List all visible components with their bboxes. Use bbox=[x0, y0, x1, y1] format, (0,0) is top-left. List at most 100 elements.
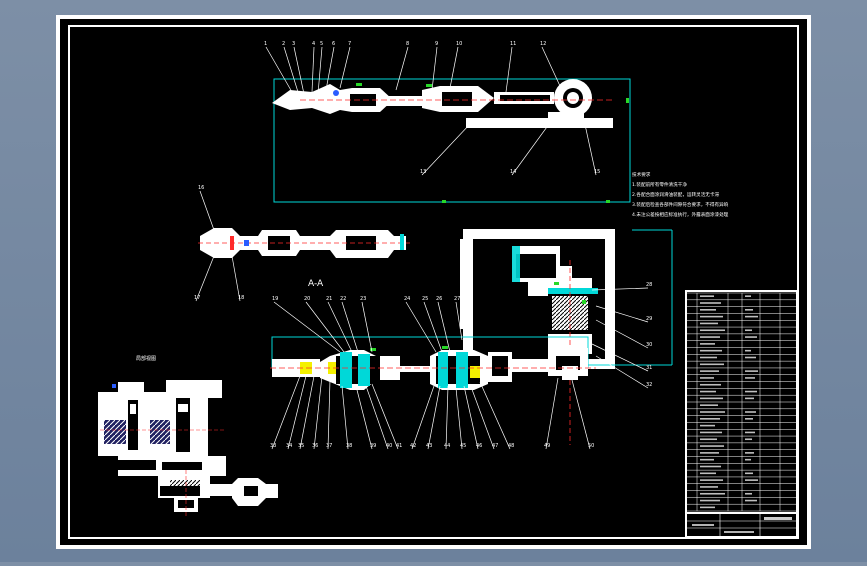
leader-line bbox=[449, 46, 459, 89]
leader-line bbox=[371, 383, 399, 450]
parts-cell-text bbox=[745, 309, 753, 311]
leader-line bbox=[469, 383, 495, 450]
parts-cell-text bbox=[700, 479, 723, 481]
part-number-label: 5 bbox=[320, 41, 323, 47]
leader-line bbox=[423, 301, 443, 353]
part-number-label: 36 bbox=[312, 443, 318, 449]
parts-cell-text bbox=[700, 404, 718, 406]
parts-cell-text bbox=[700, 499, 720, 502]
parts-cell-text bbox=[700, 492, 725, 495]
part-number-label: 19 bbox=[272, 296, 278, 302]
leader-line bbox=[293, 46, 305, 95]
parts-cell-text bbox=[700, 452, 719, 454]
part-number-label: 17 bbox=[194, 295, 200, 301]
parts-cell-text bbox=[700, 315, 723, 318]
leader-line bbox=[427, 385, 441, 450]
part-number-label: 50 bbox=[588, 443, 594, 449]
part-number-label: 25 bbox=[422, 296, 428, 302]
part-number-label: 48 bbox=[508, 443, 514, 449]
part-number-label: 35 bbox=[298, 443, 304, 449]
parts-cell-text bbox=[745, 418, 753, 420]
leader-line bbox=[327, 301, 353, 353]
parts-cell-text bbox=[700, 411, 725, 413]
parts-list-rows bbox=[687, 292, 796, 512]
leader-line bbox=[341, 301, 359, 353]
part-number-label: 14 bbox=[510, 169, 516, 175]
part-number-label: 4 bbox=[312, 41, 315, 47]
parts-cell-text bbox=[700, 418, 720, 420]
part-number-label: 1 bbox=[264, 41, 267, 47]
section-label: A-A bbox=[308, 279, 324, 289]
leader-line bbox=[271, 375, 301, 450]
part-number-label: 31 bbox=[646, 365, 652, 371]
parts-cell-text bbox=[700, 363, 724, 366]
leader-line bbox=[325, 46, 335, 91]
leader-line bbox=[283, 46, 299, 93]
part-number-label: 20 bbox=[304, 296, 310, 302]
parts-cell-text bbox=[700, 472, 716, 475]
parts-cell-text bbox=[700, 486, 718, 488]
leader-line bbox=[287, 375, 307, 450]
leader-line bbox=[299, 375, 315, 450]
leader-line bbox=[463, 385, 479, 450]
part-number-label: 24 bbox=[404, 296, 410, 302]
parts-cell-text bbox=[700, 383, 721, 386]
parts-cell-text bbox=[700, 309, 716, 311]
leader-line bbox=[437, 301, 451, 353]
parts-cell-text bbox=[745, 390, 757, 393]
parts-cell-text bbox=[700, 390, 716, 393]
leader-line bbox=[479, 381, 511, 450]
leader-line bbox=[583, 119, 597, 176]
leader-line bbox=[421, 123, 471, 176]
top-arm-view bbox=[272, 78, 631, 203]
leader-line bbox=[395, 46, 409, 91]
leader-line bbox=[595, 319, 649, 349]
part-number-label: 38 bbox=[346, 443, 352, 449]
gripper-assembly bbox=[272, 84, 393, 114]
detail-view: 局部视图 bbox=[98, 355, 278, 518]
part-number-label: 37 bbox=[326, 443, 332, 449]
part-number-label: 43 bbox=[426, 443, 432, 449]
parts-cell-text bbox=[745, 315, 758, 318]
leader-line bbox=[405, 301, 437, 353]
part-number-label: 27 bbox=[454, 296, 460, 302]
notes-line-1: 1.装配前所有零件清洗干净 bbox=[632, 181, 687, 188]
section-a-a: A-A bbox=[270, 279, 596, 390]
parts-cell-text bbox=[700, 397, 723, 400]
leader-line bbox=[455, 387, 463, 450]
parts-cell-text bbox=[700, 295, 714, 297]
parts-cell-text bbox=[745, 438, 752, 441]
leader-line bbox=[317, 46, 323, 95]
drawing-inner-frame bbox=[68, 25, 799, 539]
leader-line bbox=[273, 301, 341, 353]
parts-cell-text bbox=[745, 336, 757, 338]
part-number-label: 12 bbox=[540, 41, 546, 47]
parts-cell-text bbox=[745, 295, 751, 297]
leader-line bbox=[411, 385, 435, 450]
parts-cell-text bbox=[700, 445, 724, 447]
parts-list-table bbox=[685, 290, 798, 538]
part-number-label: 44 bbox=[444, 443, 450, 449]
leader-line bbox=[265, 46, 293, 93]
parts-cell-text bbox=[745, 452, 754, 454]
notes-title: 技术要求 bbox=[632, 171, 651, 178]
notes-line-2: 2.各配合面涂润滑油装配，运转灵活无卡滞 bbox=[632, 191, 719, 198]
parts-cell-text bbox=[700, 377, 714, 379]
part-number-label: 29 bbox=[646, 316, 652, 322]
detail-label: 局部视图 bbox=[136, 355, 156, 362]
leader-line bbox=[313, 375, 323, 450]
part-number-label: 42 bbox=[410, 443, 416, 449]
parts-cell-text bbox=[700, 438, 717, 441]
base-rail bbox=[466, 118, 613, 128]
part-number-label: 10 bbox=[456, 41, 462, 47]
parts-cell-text bbox=[745, 411, 756, 413]
part-number-label: 18 bbox=[238, 295, 244, 301]
leader-line bbox=[545, 377, 559, 450]
part-number-label: 7 bbox=[348, 41, 351, 47]
part-number-label: 9 bbox=[435, 41, 438, 47]
parts-cell-text bbox=[745, 431, 755, 434]
